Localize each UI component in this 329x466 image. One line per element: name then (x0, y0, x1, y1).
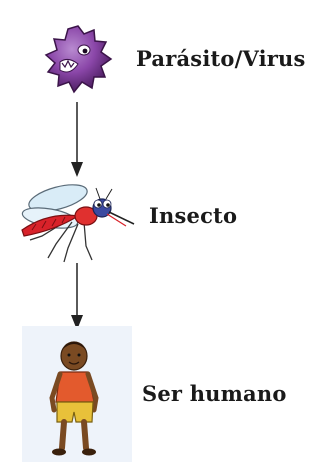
node-label-insect: Insecto (149, 203, 238, 228)
human-child-icon (22, 326, 132, 462)
node-label-human: Ser humano (142, 381, 287, 406)
parasite-virus-icon (40, 22, 116, 98)
arrow-parasite-to-insect (71, 102, 83, 177)
arrow-insect-to-human (71, 263, 83, 330)
node-label-parasite: Parásito/Virus (136, 46, 306, 71)
mosquito-icon (12, 178, 138, 264)
